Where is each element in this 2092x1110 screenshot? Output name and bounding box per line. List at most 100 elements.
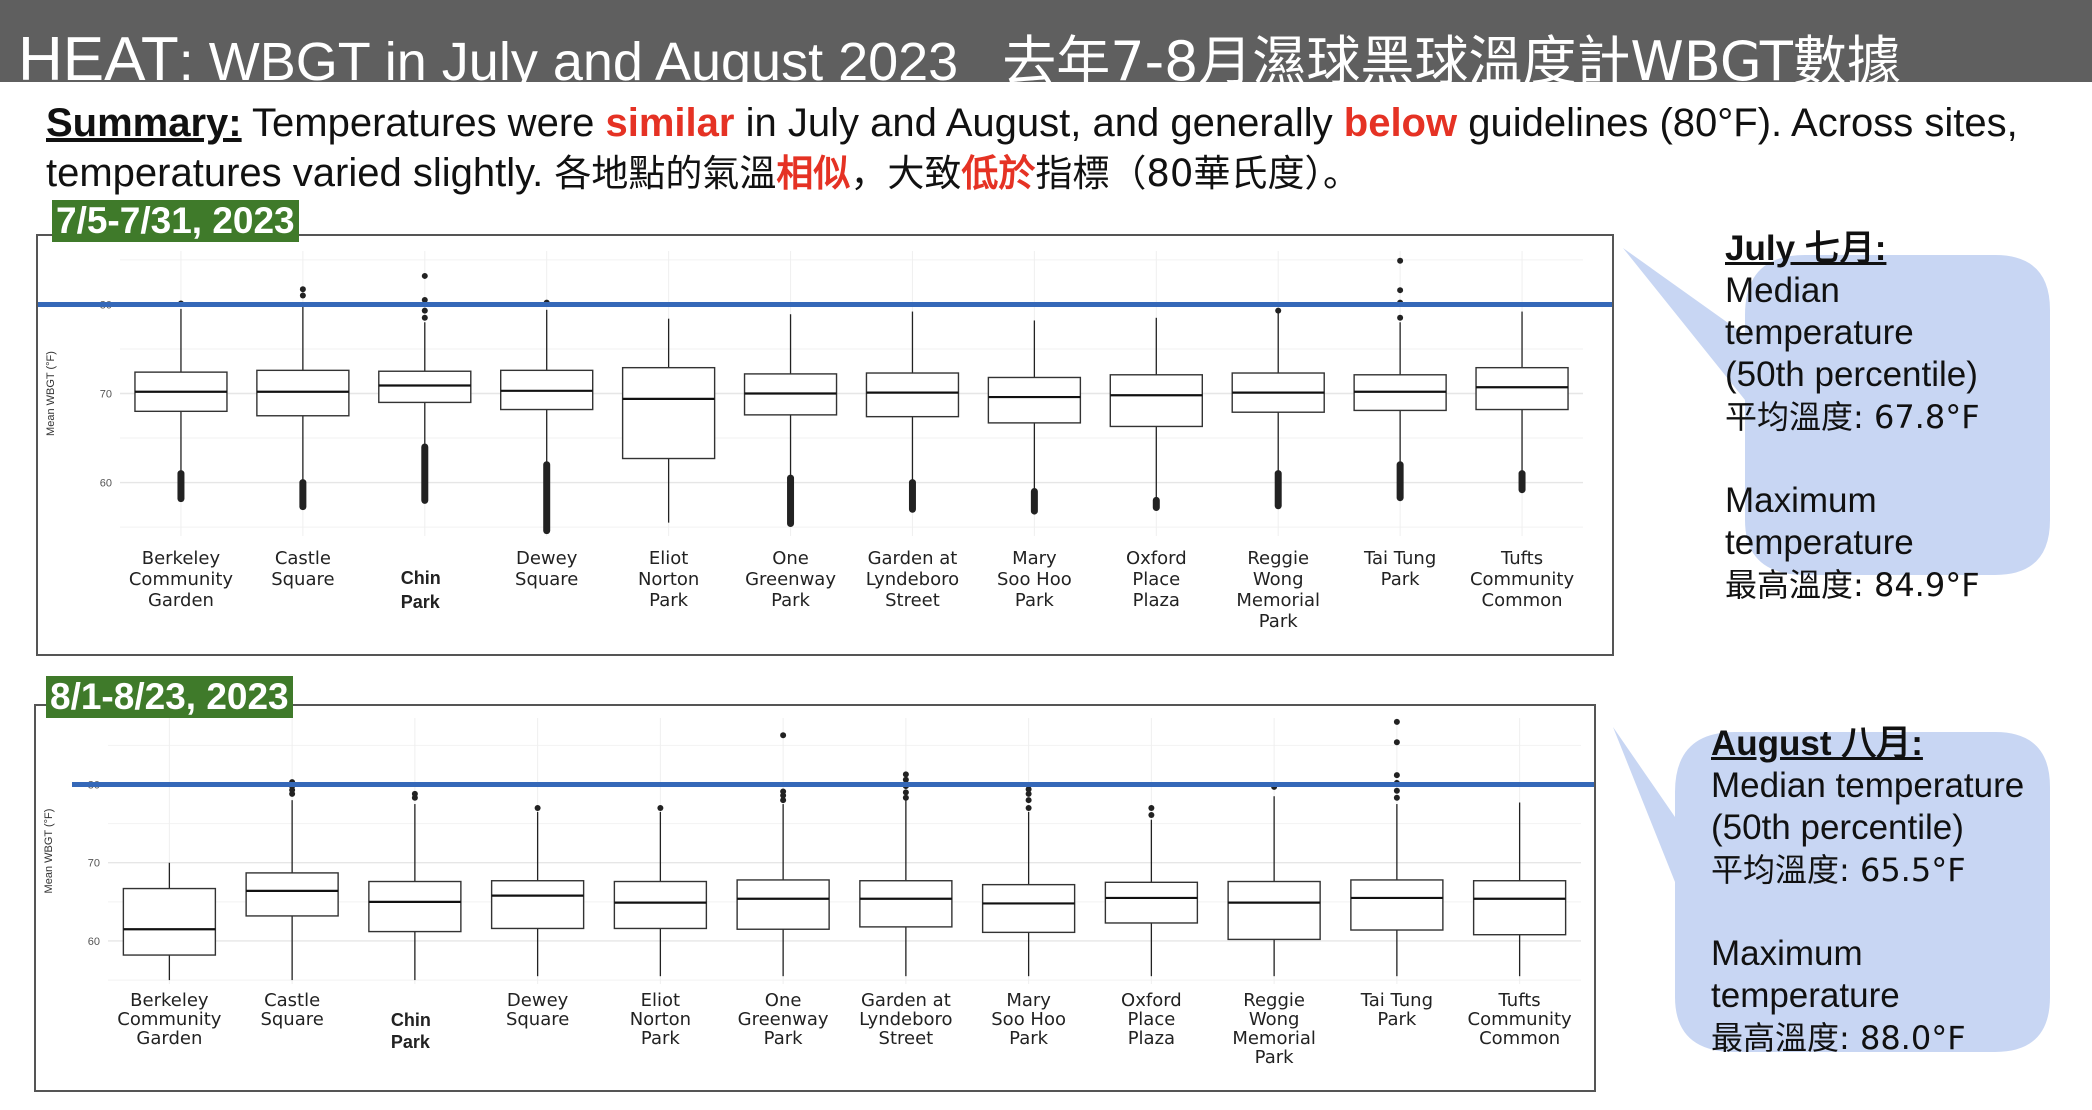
- outlier-point: [1025, 804, 1032, 811]
- outlier-point: [299, 286, 306, 293]
- outlier-point: [1393, 718, 1400, 725]
- outlier-point: [534, 804, 541, 811]
- outlier-point: [1393, 739, 1400, 746]
- box: [256, 369, 350, 417]
- title-rest: : WBGT in July and August 2023: [178, 32, 959, 82]
- box: [987, 376, 1082, 424]
- outlier-point: [1393, 787, 1400, 794]
- x-category-label-line: Park: [649, 590, 688, 611]
- x-category-label-line: Chin: [391, 1010, 431, 1030]
- august-callout-l5: temperature: [1711, 976, 1900, 1015]
- august-period-label: 8/1-8/23, 2023: [46, 676, 293, 718]
- box: [1109, 374, 1203, 428]
- box: [378, 370, 472, 404]
- x-category-label-line: Community: [117, 1009, 222, 1030]
- x-category-label-line: Tai Tung: [1363, 548, 1436, 569]
- box: [981, 883, 1076, 934]
- x-category-label-line: Berkeley: [142, 548, 221, 569]
- x-category-label-line: Park: [641, 1028, 680, 1049]
- outlier-point: [1025, 797, 1032, 804]
- x-category-label-line: Soo Hoo: [991, 1009, 1066, 1030]
- x-category-label-line: Lyndeboro: [859, 1009, 952, 1030]
- title-main: HEAT: [18, 25, 179, 82]
- summary-s2: in July and August, and generally: [734, 101, 1344, 145]
- x-category-label-line: Oxford: [1126, 548, 1187, 569]
- july-callout-l3: (50th percentile): [1725, 355, 1978, 394]
- august-callout-max: 最高溫度: 88.0°F: [1711, 1019, 1966, 1057]
- y-tick-label: 70: [88, 858, 100, 870]
- box: [613, 880, 708, 930]
- y-tick-label: 60: [100, 478, 112, 490]
- outlier-point: [1275, 307, 1282, 314]
- x-category-label-line: Plaza: [1128, 1028, 1175, 1049]
- august-chart-panel: 607080Mean WBGT (°F)BerkeleyCommunityGar…: [34, 704, 1596, 1092]
- x-category-label-line: Mary: [1006, 990, 1051, 1011]
- outlier-point: [1148, 812, 1155, 819]
- box: [1227, 880, 1321, 941]
- x-category-label-line: Dewey: [516, 548, 578, 569]
- summary-text: Summary: Temperatures were similar in Ju…: [46, 98, 2066, 199]
- august-callout: August 八月: Median temperature (50th perc…: [1711, 723, 2024, 1059]
- x-category-label-line: Park: [1381, 569, 1420, 590]
- x-category-label-line: Park: [1015, 590, 1054, 611]
- x-category-label-line: Reggie: [1247, 548, 1309, 569]
- outlier-point: [1397, 314, 1404, 321]
- x-category-label-line: Square: [506, 1009, 569, 1030]
- box: [865, 372, 960, 418]
- july-callout-l2: temperature: [1725, 313, 1914, 352]
- x-category-label-line: Community: [129, 569, 234, 590]
- box: [1350, 879, 1444, 931]
- august-callout-l1: Median temperature: [1711, 766, 2025, 805]
- august-callout-bubble: [1613, 727, 2050, 1052]
- box: [621, 366, 716, 460]
- x-category-label-line: Street: [885, 590, 940, 611]
- outlier-point: [421, 314, 428, 321]
- summary-below: below: [1343, 101, 1458, 145]
- outlier-point: [1397, 287, 1404, 294]
- outlier-point: [902, 776, 909, 783]
- x-category-label-line: Chin: [401, 568, 441, 588]
- july-callout-l5: Maximum: [1725, 481, 1877, 520]
- x-category-label-line: Park: [391, 1032, 431, 1052]
- x-category-label-line: Tufts: [1500, 548, 1543, 569]
- y-tick-label: 70: [100, 389, 112, 401]
- x-category-label-line: Lyndeboro: [866, 569, 959, 590]
- summary-similar: similar: [605, 101, 735, 145]
- x-category-label-line: Place: [1132, 569, 1180, 590]
- august-callout-l4: Maximum: [1711, 934, 1863, 973]
- x-category-label-line: Common: [1479, 1028, 1560, 1049]
- july-callout-median: 平均溫度: 67.8°F: [1725, 398, 1980, 436]
- outlier-point: [902, 794, 909, 801]
- x-category-label-line: Common: [1482, 590, 1563, 611]
- outlier-point: [1397, 257, 1404, 264]
- x-category-label-line: Wong: [1253, 569, 1304, 590]
- july-callout-l1: Median: [1725, 271, 1840, 310]
- outlier-point: [421, 272, 428, 279]
- summary-z3: 指標（80華氏度）。: [1035, 152, 1360, 195]
- x-category-label-line: Square: [271, 569, 334, 590]
- july-callout-heading: July 七月:: [1725, 229, 1887, 268]
- august-boxplot: 607080Mean WBGT (°F)BerkeleyCommunityGar…: [43, 718, 1594, 1068]
- x-category-label-line: Street: [879, 1028, 934, 1049]
- x-category-label-line: Park: [401, 592, 441, 612]
- box: [736, 879, 830, 930]
- outlier-point: [780, 788, 787, 795]
- x-category-label-line: Castle: [275, 548, 331, 569]
- box: [490, 880, 585, 930]
- summary-z1: 各地點的氣溫: [554, 152, 777, 195]
- outlier-point: [1148, 804, 1155, 811]
- x-category-label-line: Garden: [148, 590, 214, 611]
- august-callout-median: 平均溫度: 65.5°F: [1711, 851, 1966, 889]
- x-category-label-line: Park: [1009, 1028, 1048, 1049]
